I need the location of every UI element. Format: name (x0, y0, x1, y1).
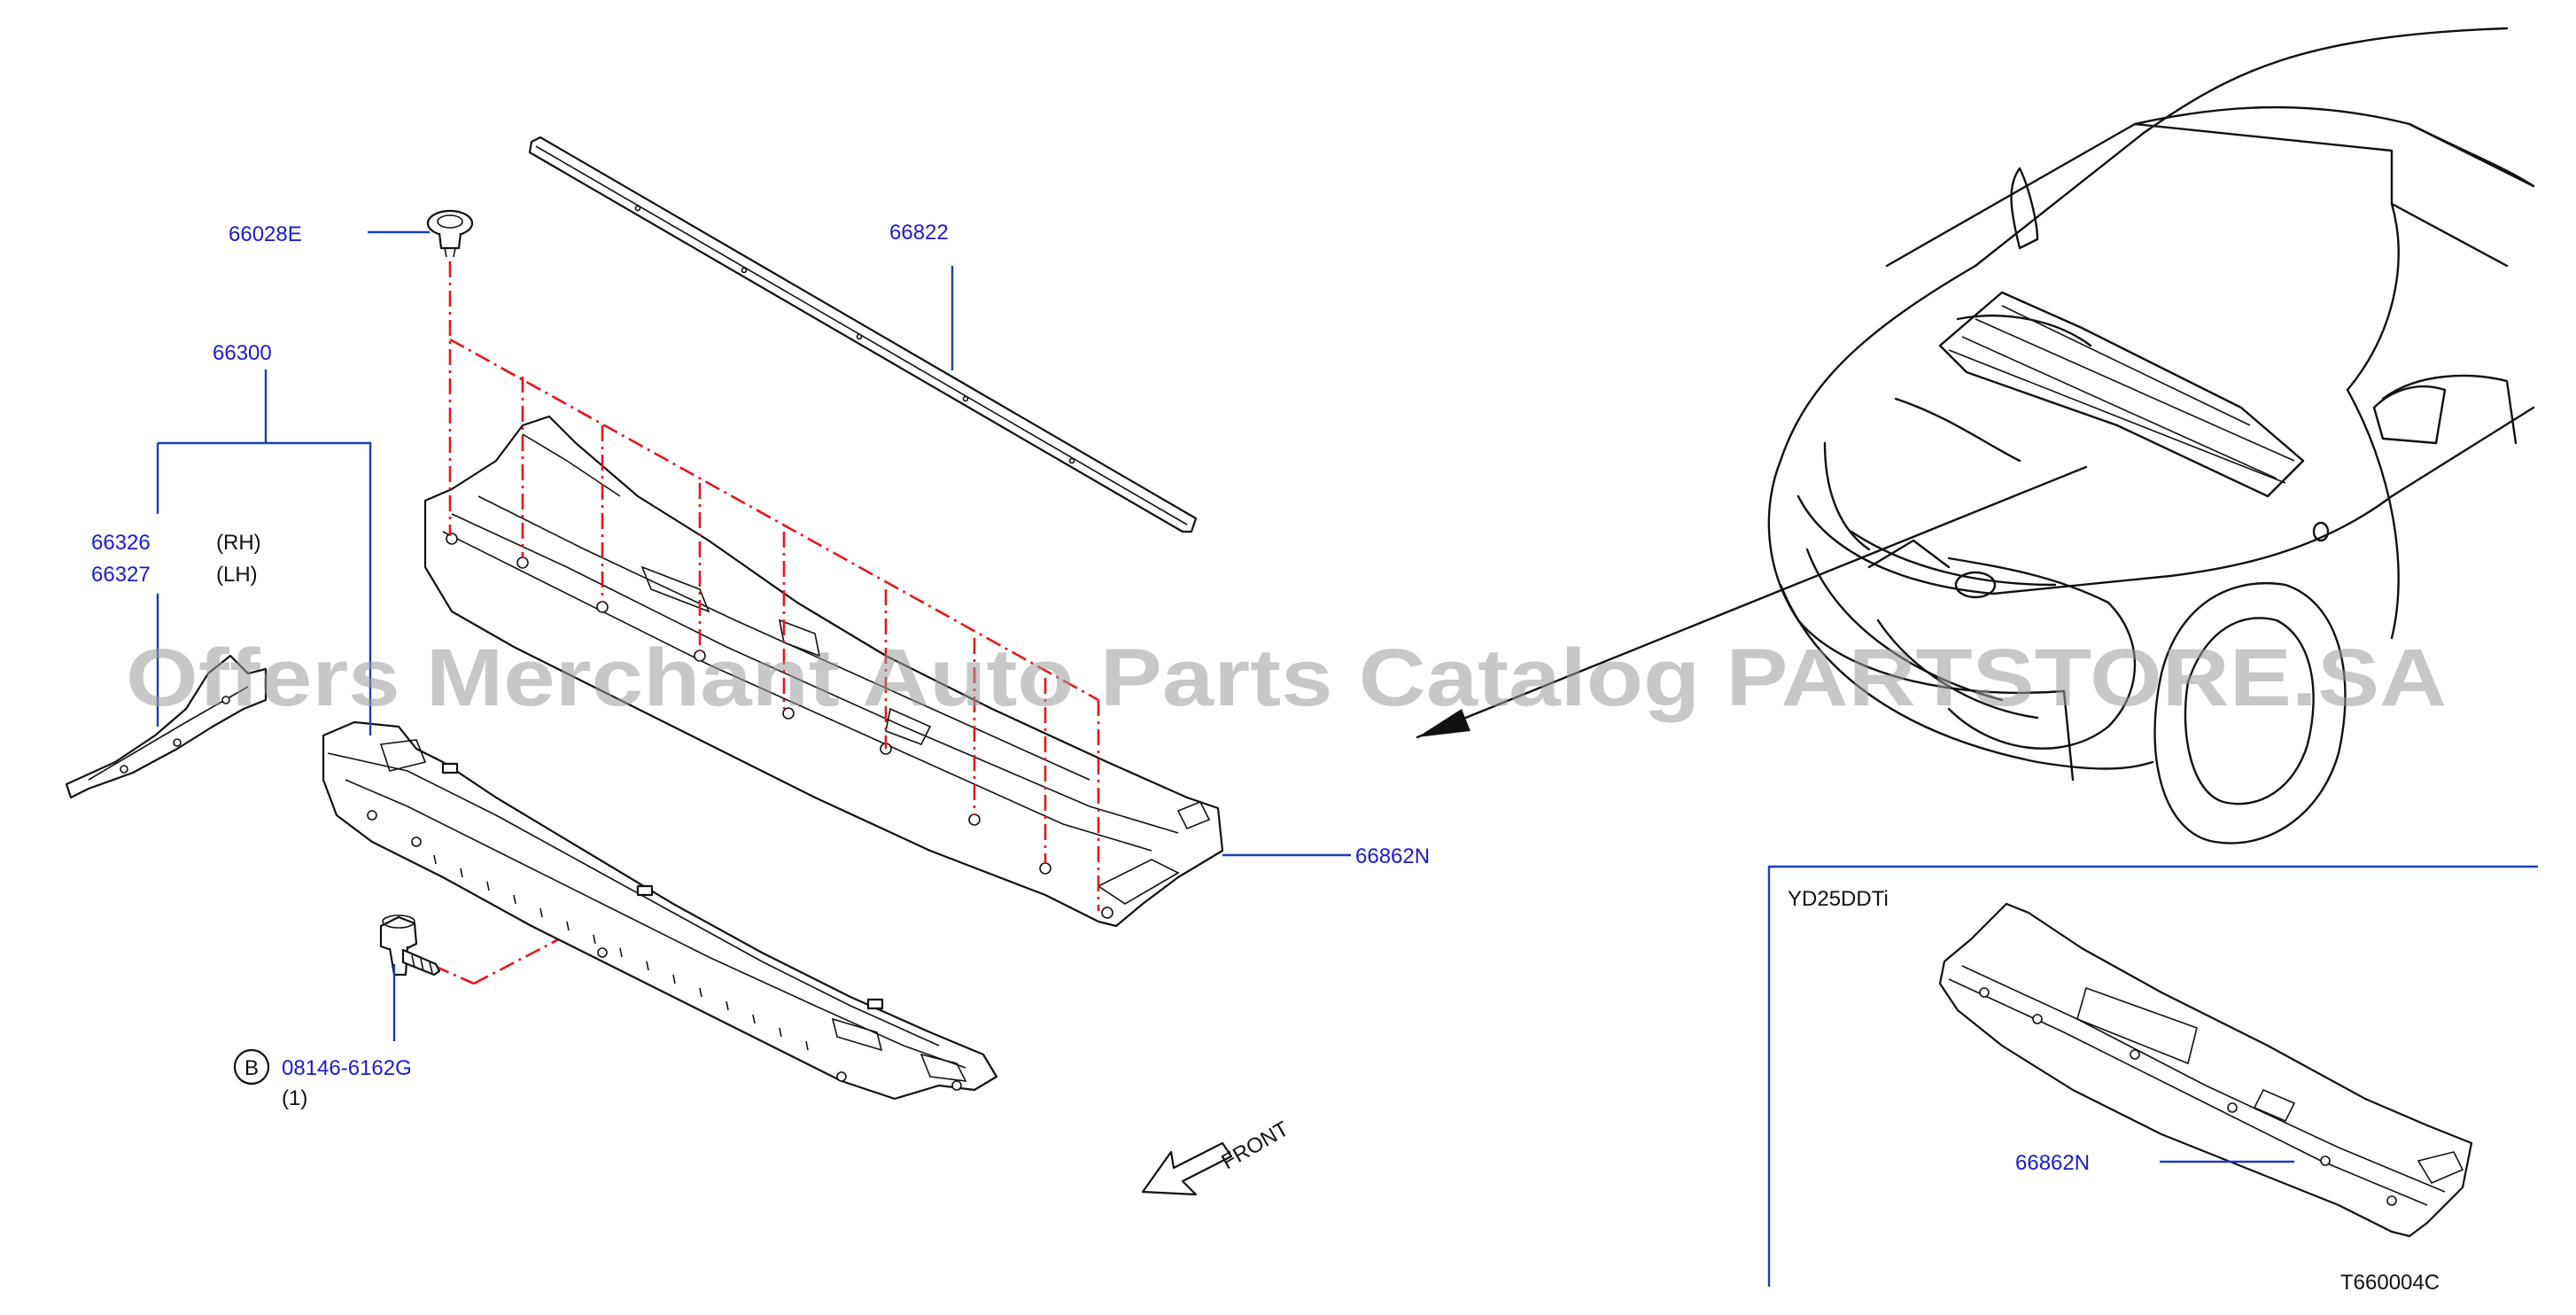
front-direction-arrow: FRONT (1141, 1117, 1293, 1196)
side-label-rh: (RH) (216, 531, 261, 555)
bolt-quantity: (1) (282, 1086, 307, 1110)
cowl-panel-66300 (322, 720, 998, 1101)
callout-66862N: 66862N (1355, 844, 1430, 868)
inset-yd25ddti: YD25DDTi 66862N (1767, 865, 2538, 1287)
side-label-lh: (LH) (216, 563, 258, 587)
callout-labels: 66028E 66822 66300 66326 (RH) 66327 (LH)… (91, 221, 1430, 1110)
callout-66822: 66822 (889, 221, 949, 245)
cowl-top-66862N (423, 415, 1224, 928)
callout-66300: 66300 (213, 341, 272, 365)
inset-engine-label: YD25DDTi (1788, 887, 1889, 911)
watermark-text: Offers Merchant Auto Parts Catalog PARTS… (126, 633, 2447, 723)
front-label: FRONT (1218, 1117, 1293, 1174)
bolt-marker-letter: B (244, 1056, 259, 1080)
vehicle-illustration (1416, 27, 2535, 844)
inset-callout-66862N: 66862N (2015, 1151, 2090, 1175)
leader-lines (156, 230, 1351, 1041)
callout-66326: 66326 (91, 531, 151, 555)
side-panel-66326-66327 (65, 654, 268, 799)
diagram-code: T660004C (2340, 1271, 2440, 1295)
clip-66028E (426, 209, 474, 258)
callout-66327: 66327 (91, 563, 151, 587)
callout-66028E: 66028E (229, 222, 302, 246)
bolt-08146-6162G (379, 914, 441, 977)
bolt-marker-circle (233, 1048, 270, 1085)
callout-08146-6162G: 08146-6162G (282, 1056, 412, 1080)
seal-strip-66822 (528, 136, 1198, 533)
